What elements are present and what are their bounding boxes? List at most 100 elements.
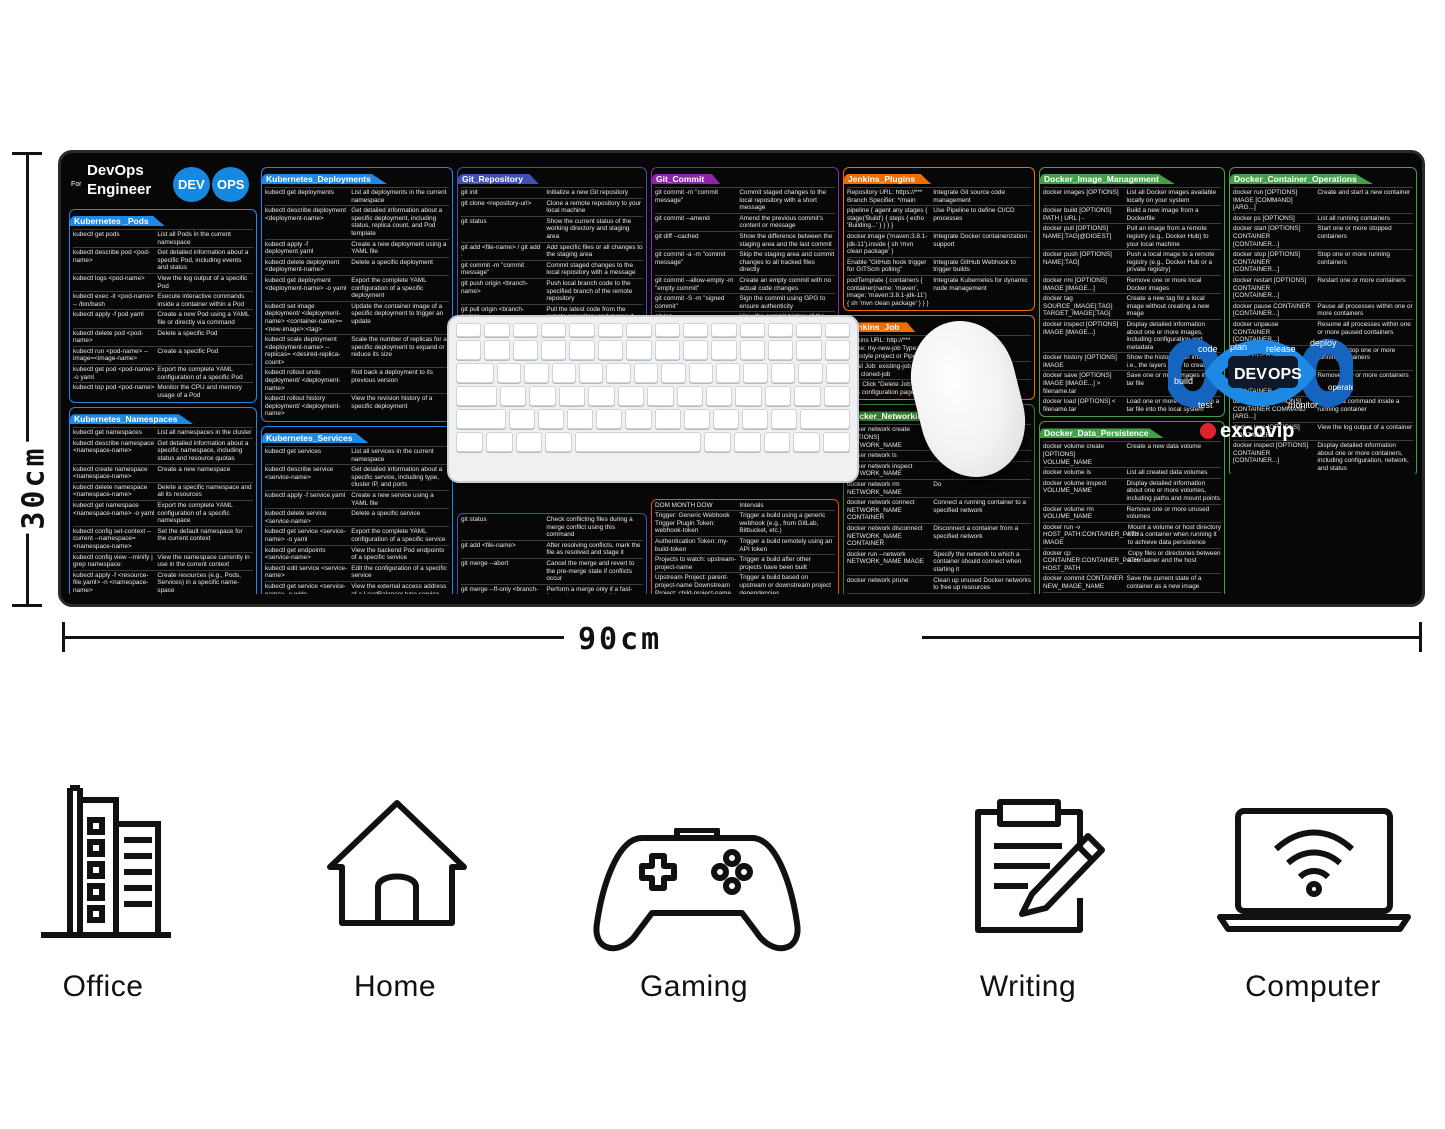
keyboard-key: [823, 386, 850, 406]
badge-loop-left: [1168, 338, 1222, 408]
command-text: docker push [OPTIONS] NAME[:TAG]: [1043, 251, 1112, 266]
command-text: docker load [OPTIONS] < filename.tar: [1043, 398, 1116, 413]
keyboard-key: [798, 363, 823, 383]
badge-center-plate: [1228, 356, 1298, 388]
keyboard-key: [715, 363, 741, 383]
keyboard-key: [633, 363, 659, 383]
command-description: Display detailed information about one o…: [1126, 479, 1220, 502]
keyboard: [447, 315, 859, 483]
excovip-logo: excovip: [1200, 420, 1294, 443]
command-description: Do: [933, 481, 942, 489]
command-text: kubectl create namespace <namespace-name…: [73, 465, 148, 481]
keyboard-key: [796, 340, 822, 360]
command-text: docker ps [OPTIONS]: [1233, 214, 1295, 222]
command-text: kubectl get deployments: [265, 189, 334, 196]
command-text: kubectl delete namespace <namespace-name…: [73, 483, 148, 499]
command-row: docker pull [OPTIONS] NAME[:TAG|@DIGEST]…: [1043, 223, 1221, 249]
command-text: kubectl edit service <service-name>: [265, 564, 348, 580]
keyboard-row-4: [456, 409, 851, 429]
command-description: List all Pods in the current namespace: [157, 231, 231, 246]
keyboard-key: [597, 340, 624, 360]
command-description: View the log output of a container: [1317, 424, 1413, 432]
command-description: Create an empty commit with no actual co…: [739, 276, 832, 292]
keyboard-row-3: [456, 386, 850, 406]
command-row: kubectl delete namespace <namespace-name…: [73, 481, 253, 500]
command-row: docker run --network NETWORK_NAME IMAGE S…: [847, 548, 1031, 575]
command-row: docker run [OPTIONS] IMAGE [COMMAND] [AR…: [1233, 187, 1413, 213]
keyboard-key: [625, 409, 652, 429]
command-text: Email Job: existing-job Send Job: cloned…: [847, 363, 928, 378]
command-text: kubectl get namespace <namespace-name> -…: [73, 502, 155, 517]
keyboard-key: [509, 409, 536, 429]
command-description: Get detailed information about a specifi…: [351, 207, 443, 237]
keyboard-key: [485, 432, 513, 452]
command-text: docker save [OPTIONS] IMAGE [IMAGE...] >…: [1043, 372, 1112, 395]
keyboard-key: [654, 323, 680, 337]
command-description: Update the container image of a specific…: [351, 302, 444, 325]
command-text: kubectl config view --minify | grep name…: [73, 553, 153, 569]
command-text: kubectl scale deployment <deployment-nam…: [265, 336, 341, 366]
command-text: docker run --network NETWORK_NAME IMAGE: [847, 550, 925, 566]
section-title: Docker_Container_Operations: [1230, 174, 1373, 184]
command-text: kubectl describe service <service-name>: [265, 466, 334, 481]
command-text: kubectl apply -f <resource-file.yaml> -n…: [73, 571, 149, 594]
command-description: After resolving conflicts, mark the file…: [546, 541, 641, 557]
command-description: Clean up unused Docker networks to free …: [933, 576, 1031, 592]
command-row: kubectl describe deployment <deployment-…: [265, 205, 449, 238]
command-description: Save the current state of a container as…: [1126, 575, 1202, 590]
command-description: Specify the network to which a container…: [933, 550, 1022, 573]
command-description: Connect a running container to a specifi…: [933, 499, 1026, 514]
command-row: kubectl get deployment <deployment-name>…: [265, 274, 449, 301]
brand-title: DevOps Engineer: [87, 161, 151, 199]
badge-loop-center: [1204, 339, 1317, 407]
keyboard-row-2: [456, 363, 850, 383]
command-text: docker.image ('maven:3.8.1-jdk-11').insi…: [847, 232, 928, 256]
command-description: Push a local image to a remote registry …: [1126, 251, 1215, 274]
command-description: Display detailed information about one o…: [1126, 320, 1206, 351]
keyboard-key: [558, 386, 586, 406]
keyboard-row-fn: [456, 323, 851, 337]
laptop-wifi-icon: [1217, 808, 1411, 932]
keyboard-key: [626, 340, 652, 360]
keyboard-key: [824, 340, 851, 360]
command-text: git merge --ff-only <branch-name>: [461, 585, 539, 594]
badge-word-operate: operate: [1328, 383, 1353, 392]
command-description: Roll back a deployment to its previous v…: [351, 369, 433, 385]
keyboard-row-5: [456, 432, 850, 452]
command-row: git commit -a -m "commit message"Skip th…: [655, 249, 835, 275]
command-description: Edit the configuration of a specific ser…: [351, 564, 447, 580]
command-row: git commit -m "commit message"Commit sta…: [655, 187, 835, 213]
office-building-icon: [41, 785, 171, 938]
command-text: git commit --amend: [655, 214, 710, 222]
keyboard-key: [496, 363, 522, 383]
command-description: Cancel the merge and revert to the pre-m…: [546, 560, 635, 583]
command-text: git init: [461, 189, 478, 196]
column-1: For DevOps Engineer DEV OPS Kubernetes _…: [69, 161, 257, 594]
command-description: Create a new Pod using a YAML file or di…: [157, 311, 250, 326]
brand-dev-badge: DEV: [173, 167, 210, 202]
keyboard-key: [743, 363, 768, 383]
command-row: git commit -S -m "signed commit"Sign the…: [655, 293, 835, 311]
command-text: git push origin <branch-name>: [461, 279, 528, 295]
command-text: docker volume inspect VOLUME_NAME: [1043, 479, 1107, 495]
command-description: Monitor the CPU and memory usage of a Po…: [157, 384, 242, 399]
command-text: git merge --abort: [461, 560, 509, 568]
command-description: Delete a specific Pod: [157, 329, 218, 337]
command-description: Load one or more images from a tar file …: [1126, 398, 1220, 413]
badge-word-test: test: [1198, 400, 1213, 410]
command-text: git clone <repository-url>: [461, 199, 532, 207]
brand-title-line-2: Engineer: [87, 181, 152, 198]
keyboard-row-1: [456, 340, 851, 360]
command-row: docker volume inspect VOLUME_NAME Display…: [1043, 477, 1221, 504]
height-dimension-bottom-cap: [12, 604, 42, 607]
command-description: Integrate Git source code management: [933, 189, 1006, 204]
width-dimension-line-left: [64, 636, 564, 639]
